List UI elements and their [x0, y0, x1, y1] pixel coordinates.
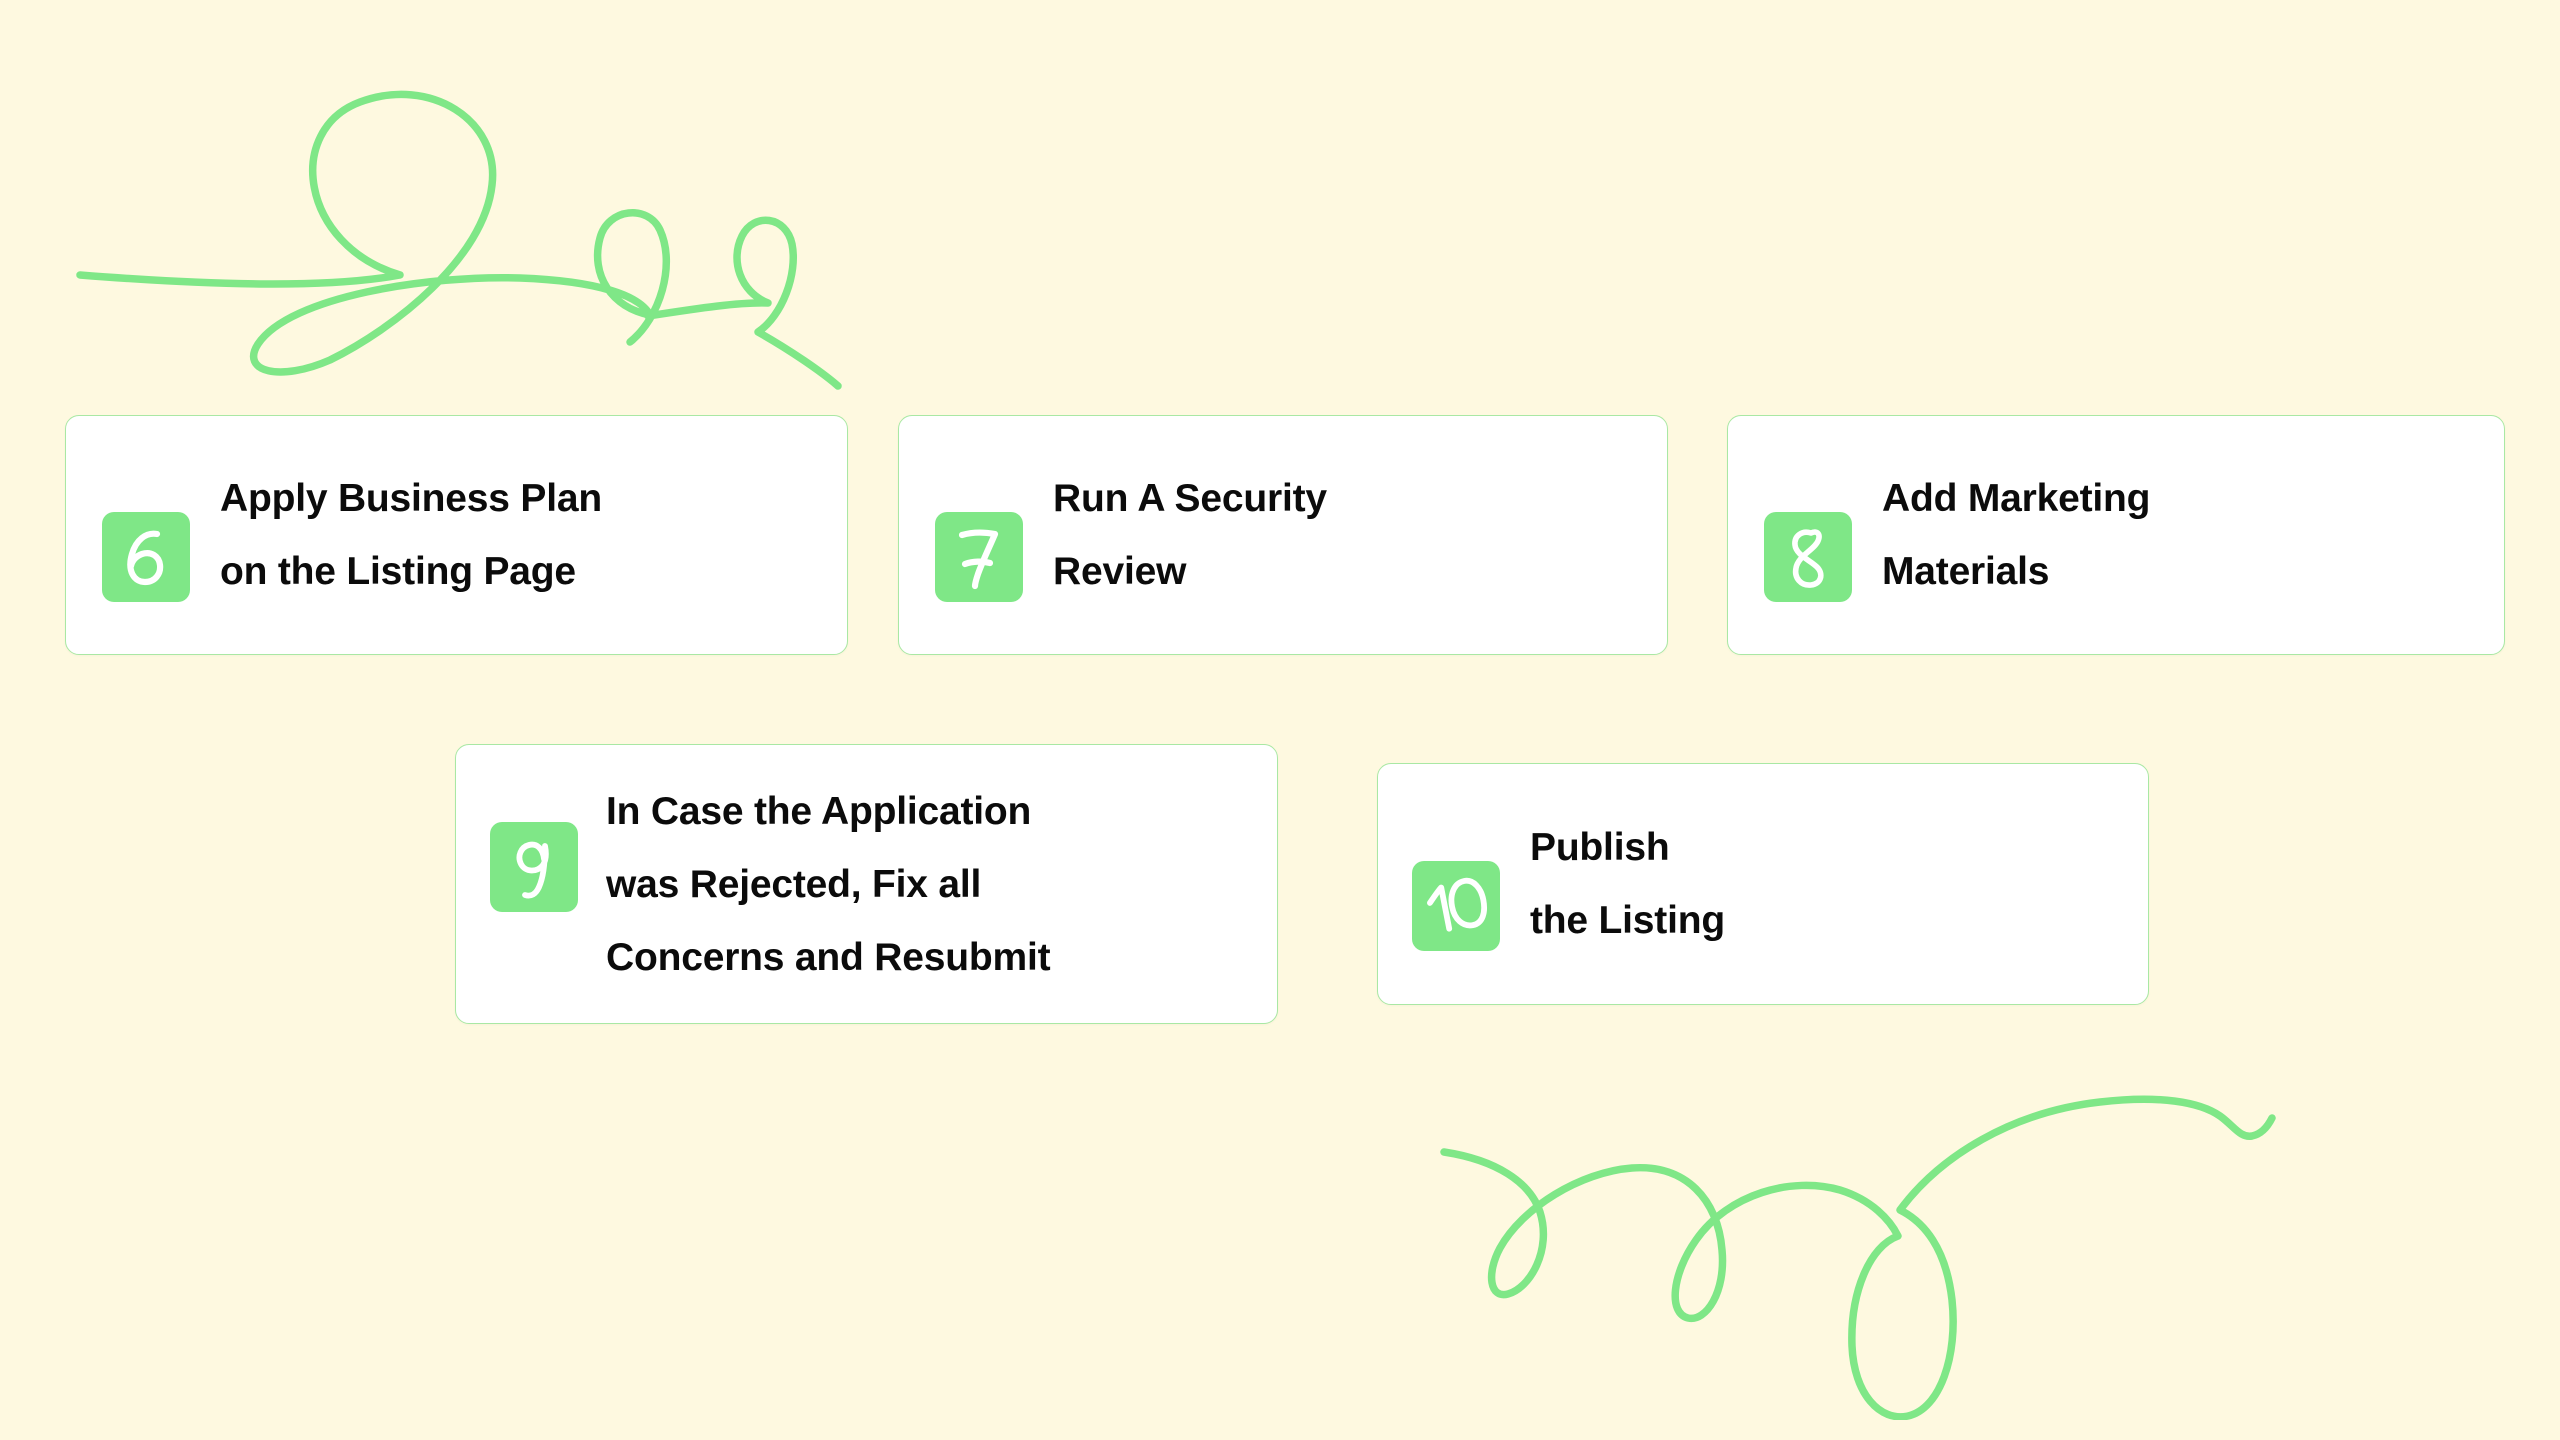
step-card-9[interactable]: In Case the Application was Rejected, Fi…	[455, 744, 1278, 1024]
step-card-8[interactable]: Add Marketing Materials	[1727, 415, 2505, 655]
step-card-content: In Case the Application was Rejected, Fi…	[456, 775, 1277, 994]
step-card-7[interactable]: Run A Security Review	[898, 415, 1668, 655]
handwritten-number-10-icon	[1427, 877, 1488, 932]
step-card-title: In Case the Application was Rejected, Fi…	[606, 789, 1051, 979]
step-card-title: Run A Security Review	[1053, 477, 1327, 593]
step-number-badge	[1764, 512, 1852, 602]
top-left-squiggle-icon	[76, 90, 842, 390]
handwritten-number-6-icon	[127, 530, 164, 586]
step-number-badge	[102, 512, 190, 602]
step-card-6[interactable]: Apply Business Plan on the Listing Page	[65, 415, 848, 655]
step-card-content: Apply Business Plan on the Listing Page	[66, 462, 847, 608]
step-card-title: Add Marketing Materials	[1882, 477, 2151, 593]
step-number-badge	[935, 512, 1023, 602]
handwritten-number-8-icon	[1792, 529, 1824, 588]
handwritten-number-7-icon	[958, 529, 999, 590]
step-card-content: Publish the Listing	[1378, 811, 2148, 957]
step-card-title: Apply Business Plan on the Listing Page	[220, 477, 602, 593]
step-number-badge	[490, 821, 578, 912]
handwritten-number-9-icon	[516, 841, 549, 898]
step-card-10[interactable]: Publish the Listing	[1377, 763, 2149, 1005]
bottom-right-squiggle-icon	[1440, 1095, 2276, 1420]
step-card-title: Publish the Listing	[1530, 826, 1725, 942]
step-card-content: Run A Security Review	[899, 462, 1667, 608]
step-number-badge	[1412, 861, 1500, 951]
step-card-content: Add Marketing Materials	[1728, 462, 2504, 608]
